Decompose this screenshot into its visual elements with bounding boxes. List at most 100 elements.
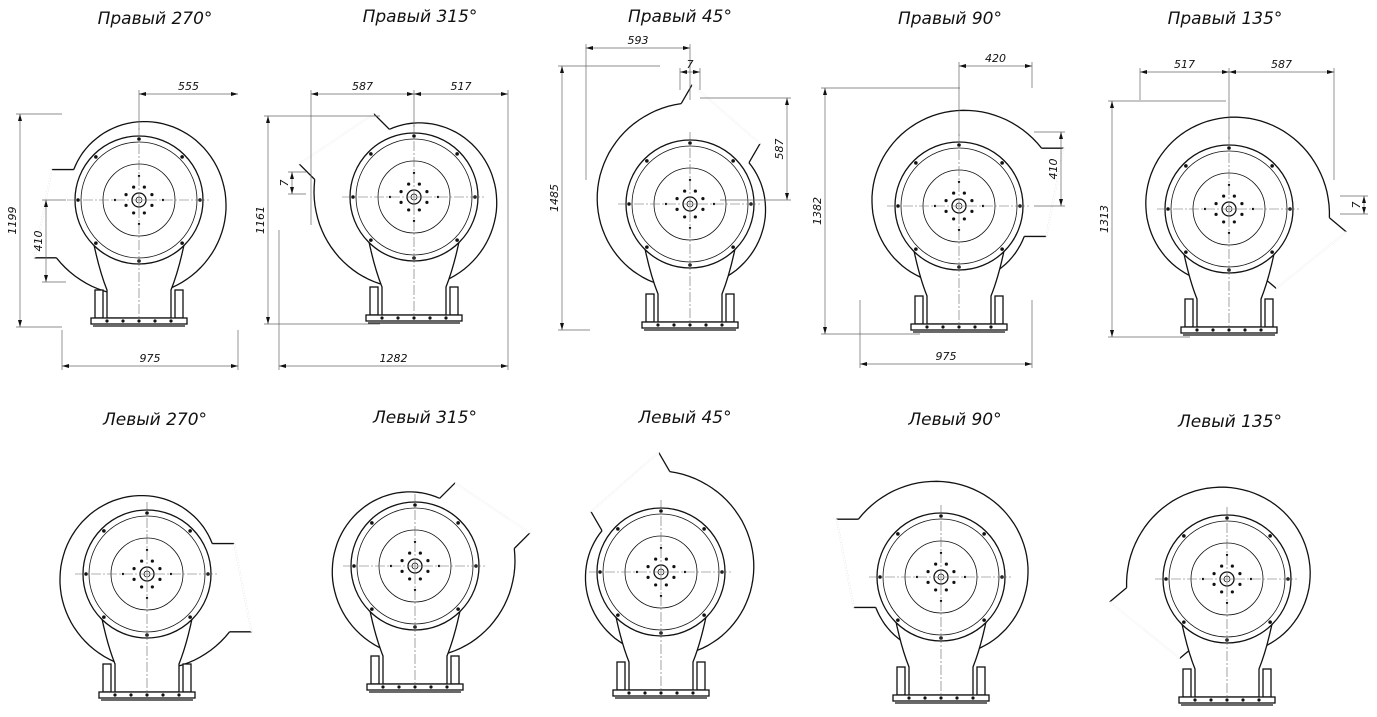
base-bolt [941,325,945,329]
dimension-arrow [290,187,294,194]
base-bolt [444,316,448,320]
dimension-label: 1161 [254,206,267,234]
flange-bolt [914,161,918,165]
base-bolt [1195,328,1199,332]
hub-bolt [407,182,411,186]
flange-bolt [702,613,706,617]
hub-bolt [142,185,146,189]
dimension-arrow [1110,330,1114,337]
dimension-label: 587 [352,80,373,93]
dimension-label: 1313 [1098,205,1111,233]
flange-bolt [688,141,692,145]
outlet-flange-inner [835,519,855,608]
dimension-label: 1199 [6,207,19,235]
hub-bolt [1230,564,1234,568]
hub-bolt [675,207,679,211]
hub-bolt [970,209,974,213]
hub-bolt [952,191,956,195]
base-bolt [413,685,417,689]
dimension-arrow [1327,70,1334,74]
flange-bolt [702,527,706,531]
hub-bolt [1238,582,1242,586]
pedestal-leg [94,289,104,319]
dimension-label: 1282 [380,352,408,365]
dimension-arrow [560,66,564,73]
hub-bolt [426,569,430,573]
pedestal-leg [645,293,655,323]
dimension-arrow [823,327,827,334]
dimension-label: 1382 [811,197,824,225]
hub-bolt [1220,564,1224,568]
hub-bolt [417,182,421,186]
base-bolt [989,325,993,329]
base-bolt [397,685,401,689]
dimension-label: 587 [1271,58,1292,71]
flange-bolt [188,615,192,619]
hub-bolt [664,583,668,587]
flange-bolt [351,195,355,199]
base-bolt [720,323,724,327]
hub-bolt [962,191,966,195]
flange-bolt [102,615,106,619]
fan-view-7: Левый 315° [331,408,531,693]
pedestal-leg [616,661,626,691]
volute-casing [331,491,516,659]
hub-bolt [952,217,956,221]
hub-bolt [1220,590,1224,594]
flange-bolt [455,238,459,242]
hub-bolt [132,211,136,215]
base-bolt [659,691,663,695]
dimension-arrow [785,98,789,105]
hub-bolt [124,203,128,207]
flange-bolt [896,618,900,622]
dimension-label: 420 [985,52,1006,65]
hub-bolt [683,189,687,193]
base-bolt [1241,698,1245,702]
outlet-duct-wall [748,143,761,164]
base-bolt [1227,328,1231,332]
hub-bolt [672,575,676,579]
flange-bolt [456,607,460,611]
hub-bolt [132,567,136,571]
dimension-arrow [680,70,687,74]
flange-bolt [188,529,192,533]
base-bolt [121,319,125,323]
flange-bolt [1166,207,1170,211]
dimension-label: 517 [451,80,472,93]
hub-bolt [926,580,930,584]
dimension-arrow [560,323,564,330]
flange-bolt [1268,620,1272,624]
hub-bolt [701,197,705,201]
base-bolt [704,323,708,327]
flange-bolt [456,521,460,525]
hub-bolt [1214,202,1218,206]
dimension-arrow [785,193,789,200]
view-title: Левый 90° [907,410,1001,430]
hub-bolt [646,565,650,569]
dimension-label: 7 [278,180,291,187]
dimension-arrow [693,70,700,74]
dimension-arrow [1140,70,1147,74]
dimension-label: 975 [140,352,161,365]
flange-bolt [1000,247,1004,251]
hub-bolt [418,577,422,581]
hub-bolt [150,585,154,589]
hub-bolt [1232,220,1236,224]
base-bolt [445,685,449,689]
hub-bolt [132,185,136,189]
base-bolt [675,691,679,695]
flange-bolt [84,572,88,576]
flange-bolt [455,152,459,156]
hub-bolt [664,557,668,561]
pedestal-leg [725,293,735,323]
pedestal-leg [174,289,184,319]
flange-bolt [94,155,98,159]
hub-bolt [944,199,948,203]
hub-bolt [944,588,948,592]
flange-bolt [1182,620,1186,624]
flange-bolt [914,247,918,251]
